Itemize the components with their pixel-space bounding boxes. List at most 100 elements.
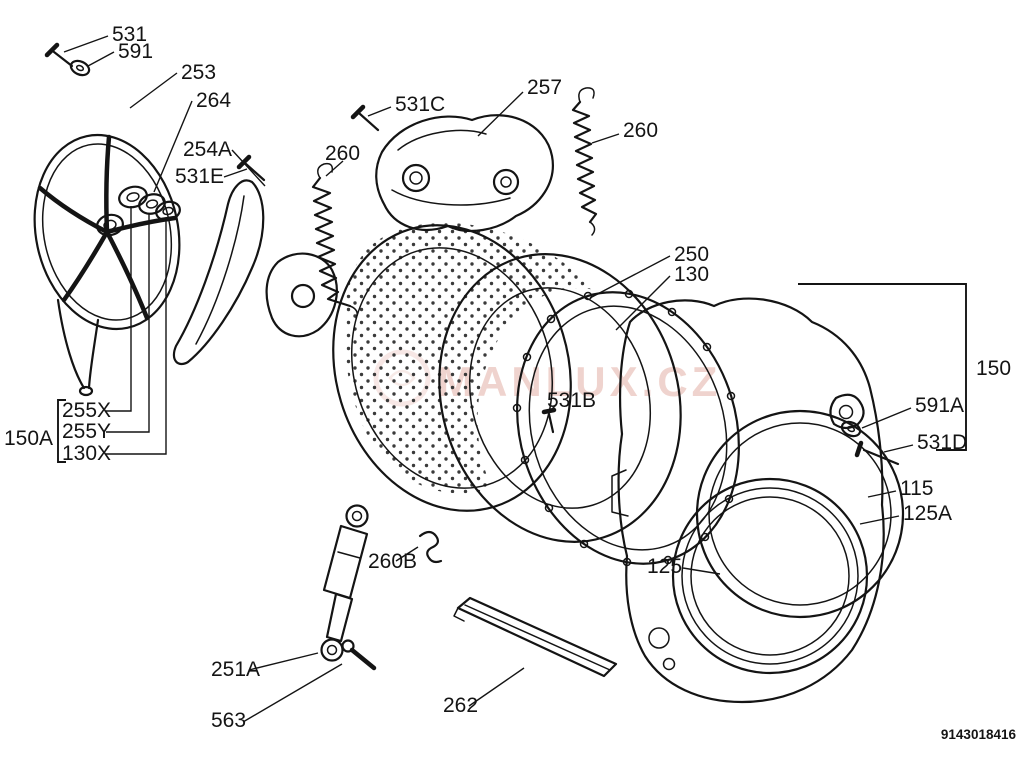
part-label-591A: 591A — [915, 394, 964, 417]
hub-seal-stack — [118, 185, 181, 222]
fasteners — [44, 42, 900, 671]
shock-bottom-eye-bore — [326, 644, 338, 656]
belt-left-edge — [56, 298, 86, 390]
part-label-150A: 150A — [4, 427, 53, 450]
screw-shaft — [862, 448, 900, 466]
part-label-255X: 255X — [62, 399, 111, 422]
flange-inner — [528, 305, 728, 551]
bolt-hole — [663, 555, 673, 565]
part-label-563: 563 — [211, 709, 246, 732]
tub-outline — [617, 297, 885, 704]
counterweight — [375, 114, 554, 233]
counterweight-boss-hole — [409, 171, 423, 185]
screw-531 — [44, 42, 74, 68]
document-number: 9143018416 — [941, 727, 1017, 742]
screw-531D — [854, 440, 900, 466]
screw-531B — [541, 407, 557, 434]
bolt-hole — [726, 391, 736, 401]
lug-hole — [838, 404, 854, 420]
counterweight-rib — [391, 189, 511, 206]
gasket-ring-outer — [671, 477, 869, 675]
part-label-150: 150 — [976, 357, 1011, 380]
bracket-leg-outline — [172, 179, 265, 366]
counterweight-boss-hole — [500, 176, 512, 188]
bolt-shaft — [349, 647, 377, 671]
counterweight-boss — [401, 163, 431, 193]
door-opening-inner — [708, 422, 892, 606]
bolt-hole — [546, 314, 556, 324]
washer-591A — [840, 420, 862, 438]
shock-body-line — [337, 551, 361, 559]
spring-bottom-hook — [589, 221, 596, 236]
bolt-hole — [544, 503, 554, 513]
counterweight-outline — [375, 114, 554, 233]
bolt-hole — [522, 352, 532, 362]
support-bracket — [172, 179, 338, 366]
seal-255Y-bore — [145, 199, 159, 209]
flange-outer — [516, 291, 740, 565]
part-label-115: 115 — [900, 477, 933, 500]
part-labels: 531 591 253 264 254A 531E 260 531C 257 2… — [4, 23, 1011, 732]
counterweight-rib — [397, 129, 487, 151]
screw-head — [854, 440, 864, 458]
part-label-591: 591 — [118, 40, 153, 63]
part-label-531C: 531C — [395, 93, 445, 116]
counterweight-boss — [492, 168, 520, 196]
screw-shaft — [52, 50, 74, 68]
seal-255X — [118, 185, 148, 209]
part-label-260B: 260B — [368, 550, 417, 573]
part-label-254A: 254A — [183, 138, 232, 161]
tub-foot-hole — [648, 627, 670, 649]
part-label-253: 253 — [181, 61, 216, 84]
rail-outline — [456, 596, 618, 678]
front-flange-ring — [512, 289, 740, 567]
bracket-boss-outline — [265, 252, 338, 338]
rail-edge-line — [464, 604, 611, 671]
part-label-531D: 531D — [917, 431, 967, 454]
drum-rear-inner-rim — [350, 247, 554, 489]
screw-head — [350, 104, 366, 120]
pulley-spoke — [61, 229, 110, 303]
drum-rear-rim — [332, 224, 572, 512]
screw-531E — [236, 154, 266, 182]
tub-foot-hole — [662, 657, 676, 671]
part-label-531E: 531E — [175, 165, 224, 188]
screw-shaft — [547, 412, 555, 434]
part-label-262: 262 — [443, 694, 478, 717]
drum-front-opening — [468, 287, 652, 509]
washer-591 — [69, 59, 91, 77]
part-label-260-right: 260 — [623, 119, 658, 142]
bolt-hole — [667, 307, 677, 317]
part-label-260-left: 260 — [325, 142, 360, 165]
washer-outer — [69, 59, 91, 77]
bolt-hole — [520, 455, 530, 465]
drum-front-rim — [438, 253, 682, 543]
bolt-hole — [724, 494, 734, 504]
washer-outer — [840, 420, 862, 438]
part-label-264: 264 — [196, 89, 231, 112]
part-label-125A: 125A — [903, 502, 952, 525]
screw-head — [44, 42, 60, 58]
belt-loop-end — [78, 385, 94, 397]
seal-255X-bore — [126, 192, 140, 202]
pulley-spoke — [37, 185, 110, 235]
bolt-hole — [579, 539, 589, 549]
part-label-125: 125 — [647, 555, 682, 578]
drum-assembly — [332, 224, 682, 543]
part-label-257: 257 — [527, 76, 562, 99]
pulley-hub-bore — [103, 219, 117, 231]
shock-top-eye-bore — [351, 510, 363, 522]
bolt-hole — [512, 403, 522, 413]
part-label-250: 250 — [674, 243, 709, 266]
pulley-hub — [96, 213, 124, 237]
part-label-531: 531 — [112, 23, 147, 46]
part-label-531B: 531B — [547, 389, 596, 412]
spring-top-hook — [578, 87, 595, 103]
spring-clip — [418, 530, 443, 564]
front-tub-shell — [611, 297, 905, 704]
screw-531C — [350, 104, 380, 132]
suspension-spring-left — [311, 162, 358, 319]
screw-shaft — [244, 162, 266, 182]
shock-rod — [325, 592, 354, 643]
